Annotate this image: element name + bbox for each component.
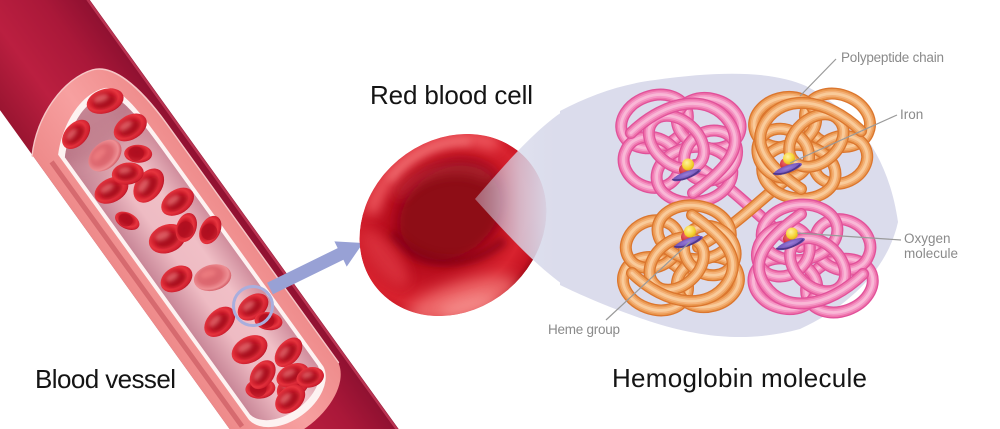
svg-text:Blood vessel: Blood vessel [35, 364, 176, 394]
svg-text:Heme group: Heme group [548, 322, 620, 337]
svg-text:Hemoglobin molecule: Hemoglobin molecule [612, 363, 867, 393]
svg-text:Oxygen: Oxygen [904, 231, 951, 246]
svg-text:Polypeptide chain: Polypeptide chain [841, 50, 944, 65]
svg-text:molecule: molecule [904, 246, 958, 261]
svg-text:Red blood cell: Red blood cell [370, 80, 533, 110]
svg-text:Iron: Iron [900, 107, 923, 122]
